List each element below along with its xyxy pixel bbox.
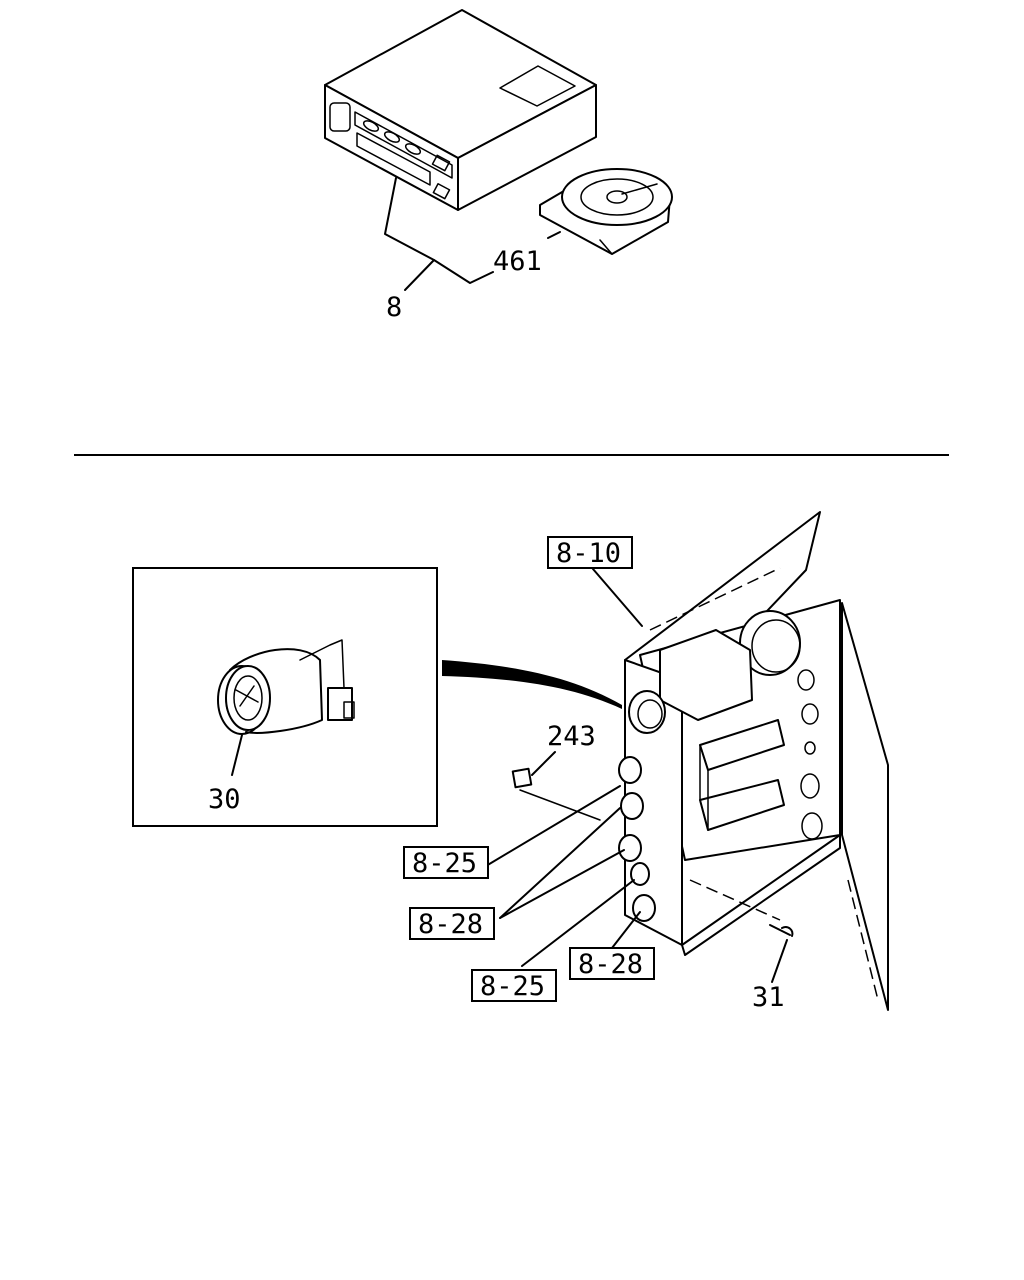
label-part-8-25-b: 8-25	[471, 969, 557, 1002]
control-box	[485, 511, 889, 1011]
label-part-30: 30	[208, 784, 241, 815]
leader-lines-top	[384, 177, 561, 291]
label-part-8-28-b: 8-28	[569, 947, 655, 980]
label-part-8-10: 8-10	[547, 536, 633, 569]
cd-magazine	[539, 168, 673, 255]
svg-text:8-10: 8-10	[556, 538, 621, 569]
label-part-243: 243	[547, 721, 596, 752]
label-part-8-25-a: 8-25	[403, 846, 489, 879]
svg-text:8-25: 8-25	[412, 848, 477, 879]
label-part-461: 461	[493, 246, 542, 277]
label-part-8-28-a: 8-28	[409, 907, 495, 940]
label-part-31: 31	[752, 982, 785, 1013]
detail-arrow	[442, 660, 622, 709]
svg-text:8-25: 8-25	[480, 971, 545, 1002]
label-part-8: 8	[386, 292, 402, 323]
detail-inset	[132, 567, 438, 827]
cd-changer-unit	[324, 9, 597, 211]
svg-text:8-28: 8-28	[578, 949, 643, 980]
svg-text:8-28: 8-28	[418, 909, 483, 940]
